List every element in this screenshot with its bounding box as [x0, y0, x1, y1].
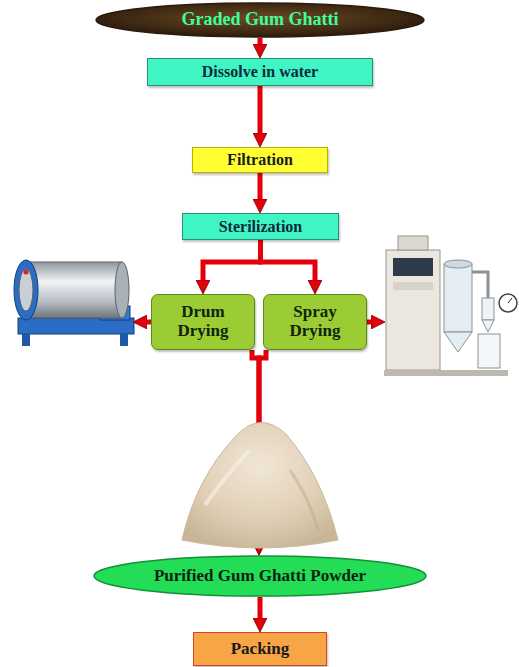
output-arrow: [367, 320, 377, 325]
flow-arrow: [258, 173, 263, 205]
ellipse-shape: [94, 556, 426, 596]
flow-arrow: [203, 240, 261, 286]
control-panel: [393, 258, 433, 276]
collection-jar: [478, 334, 500, 368]
text-wrap: Purified Gum Ghatti Powder: [93, 555, 427, 597]
text-wrap: Graded Gum Ghatti: [95, 2, 425, 38]
chamber-top: [444, 260, 472, 268]
process-box: Dissolve in water: [147, 58, 373, 86]
panel-strip: [393, 282, 433, 290]
dryer-leg: [22, 334, 30, 346]
node-label: Sterilization: [215, 218, 307, 236]
drum-rim: [14, 260, 38, 320]
flow-arrow: [258, 38, 263, 50]
drying-box: Spray Drying: [263, 294, 367, 350]
powder-shade: [290, 470, 318, 530]
text-wrap: Dissolve in water: [148, 59, 372, 85]
output-arrow: [141, 320, 151, 325]
node-label: Drum Drying: [152, 303, 254, 340]
flow-arrow: [258, 86, 263, 139]
cyclone: [482, 298, 494, 320]
node-label: Purified Gum Ghatti Powder: [150, 567, 370, 586]
node-label: Packing: [227, 640, 294, 659]
powder-highlight: [205, 450, 250, 505]
dryer-drum: [26, 262, 122, 318]
start-ellipse: Graded Gum Ghatti: [95, 2, 425, 38]
node-label: Dissolve in water: [198, 63, 322, 81]
pressure-gauge: [499, 294, 517, 312]
ellipse-shape: [96, 3, 424, 37]
text-wrap: Sterilization: [183, 214, 338, 239]
drum-dryer-image: [14, 260, 134, 346]
drum-end: [115, 262, 129, 318]
spray-dryer-image: [384, 236, 517, 376]
dryer-base: [384, 370, 508, 376]
process-box: Filtration: [192, 147, 328, 173]
drum-knob: [24, 270, 29, 275]
feed-unit: [398, 236, 428, 250]
drum-door: [19, 269, 33, 311]
text-wrap: Packing: [194, 633, 326, 665]
powder-pile-image: [182, 422, 338, 548]
process-box: Sterilization: [182, 213, 339, 240]
process-box: Packing: [193, 632, 327, 666]
dryer-pipe: [472, 272, 488, 298]
powder-heap: [182, 422, 338, 548]
node-label: Spray Drying: [264, 303, 366, 340]
dryer-leg: [120, 334, 128, 346]
drying-box: Drum Drying: [151, 294, 255, 350]
flow-arrow: [261, 240, 316, 286]
dryer-cabinet: [386, 250, 440, 370]
cyclone-cone: [482, 320, 494, 332]
text-wrap: Spray Drying: [264, 295, 366, 349]
text-wrap: Filtration: [193, 148, 327, 172]
product-ellipse: Purified Gum Ghatti Powder: [93, 555, 427, 597]
chamber-cone: [444, 332, 472, 352]
text-wrap: Drum Drying: [152, 295, 254, 349]
flow-arrow: [258, 597, 263, 624]
node-label: Graded Gum Ghatti: [177, 10, 342, 30]
drying-chamber: [444, 264, 472, 332]
gauge-needle: [508, 298, 512, 303]
node-label: Filtration: [223, 151, 297, 169]
